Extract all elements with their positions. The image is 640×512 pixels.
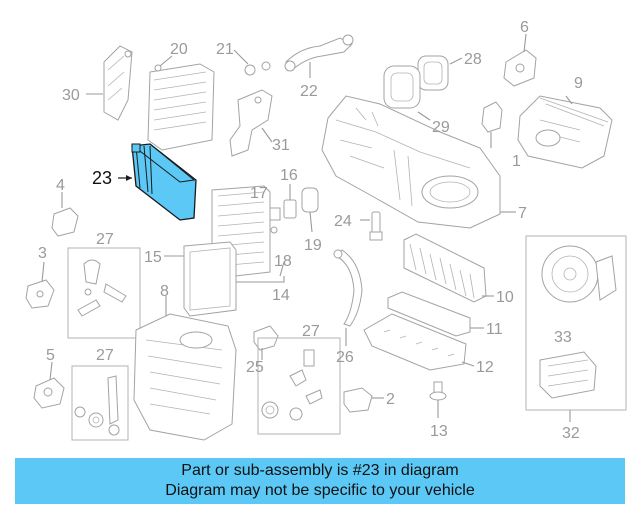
part-15-filter-frame[interactable] — [183, 241, 237, 317]
callout-17: 17 — [250, 185, 268, 202]
callout-26: 26 — [336, 349, 354, 366]
callout-10: 10 — [496, 289, 514, 306]
parts-diagram: 1 2 3 4 5 6 7 8 9 10 11 12 13 14 15 16 1… — [25, 19, 627, 442]
callout-29: 29 — [432, 119, 450, 136]
callout-14: 14 — [272, 287, 290, 304]
callout-20: 20 — [170, 41, 188, 58]
callout-25: 25 — [246, 359, 264, 376]
part-27-kit-c[interactable] — [71, 365, 129, 441]
callout-27-c: 27 — [96, 347, 114, 364]
part-11-cover[interactable] — [387, 291, 471, 337]
part-10-cabin-filter[interactable] — [403, 233, 487, 303]
callout-23: 23 — [92, 168, 112, 188]
part-13-bolt[interactable] — [429, 381, 447, 401]
callout-32: 32 — [562, 425, 580, 442]
part-27-kit-a[interactable] — [67, 247, 141, 339]
part-1-sensor[interactable] — [481, 101, 503, 133]
part-8-lower-housing[interactable] — [133, 313, 237, 441]
part-24-sensor[interactable] — [369, 211, 383, 241]
part-19-seal[interactable] — [301, 187, 319, 213]
part-21-clips[interactable] — [244, 61, 271, 76]
callout-19: 19 — [304, 237, 322, 254]
part-22-pipe[interactable] — [284, 34, 354, 72]
callout-30: 30 — [62, 87, 80, 104]
callout-1: 1 — [512, 153, 521, 170]
callout-12: 12 — [476, 359, 494, 376]
callout-13: 13 — [430, 423, 448, 440]
part-17-valve[interactable] — [269, 207, 281, 234]
part-6-actuator[interactable] — [503, 49, 537, 87]
callout-16: 16 — [280, 167, 298, 184]
callout-27-b: 27 — [302, 323, 320, 340]
part-5-actuator[interactable] — [33, 377, 65, 409]
callout-3: 3 — [38, 245, 47, 262]
caption-line-1: Part or sub-assembly is #23 in diagram — [181, 462, 459, 479]
callout-7: 7 — [518, 205, 527, 222]
callout-22: 22 — [300, 83, 318, 100]
part-32-blower-assembly[interactable] — [525, 235, 627, 411]
callout-9: 9 — [574, 75, 583, 92]
part-27-kit-b[interactable] — [257, 337, 341, 435]
part-23-heater-core[interactable] — [131, 143, 197, 221]
callout-31: 31 — [272, 137, 290, 154]
part-12-panel[interactable] — [363, 313, 467, 371]
callout-4: 4 — [56, 177, 65, 194]
part-31-bracket[interactable] — [229, 89, 273, 157]
callout-28: 28 — [464, 51, 482, 68]
callout-5: 5 — [46, 347, 55, 364]
part-9-housing[interactable] — [517, 95, 613, 169]
callout-18: 18 — [274, 253, 292, 270]
part-28-seal[interactable] — [417, 55, 449, 91]
callout-33: 33 — [554, 329, 572, 346]
caption-banner: Part or sub-assembly is #23 in diagram D… — [15, 458, 625, 504]
callout-6: 6 — [520, 19, 529, 36]
callout-27-a: 27 — [96, 231, 114, 248]
part-20-core[interactable] — [147, 63, 215, 151]
callout-8: 8 — [160, 283, 169, 300]
part-26-drain-tube[interactable] — [333, 249, 363, 327]
part-29-seal[interactable] — [383, 65, 421, 109]
part-33-resistor[interactable] — [539, 351, 597, 399]
callout-2: 2 — [386, 391, 395, 408]
part-3-bracket[interactable] — [25, 279, 55, 309]
callout-15: 15 — [144, 249, 162, 266]
callout-21: 21 — [216, 41, 234, 58]
part-7-main-housing[interactable] — [321, 95, 501, 229]
part-4-bracket[interactable] — [51, 207, 79, 237]
callout-11: 11 — [486, 321, 503, 338]
part-16-sensor[interactable] — [283, 199, 297, 219]
part-30-bracket[interactable] — [103, 45, 133, 121]
part-2-connector[interactable] — [343, 387, 373, 413]
callout-24: 24 — [334, 213, 352, 230]
caption-line-2: Diagram may not be specific to your vehi… — [165, 482, 475, 499]
